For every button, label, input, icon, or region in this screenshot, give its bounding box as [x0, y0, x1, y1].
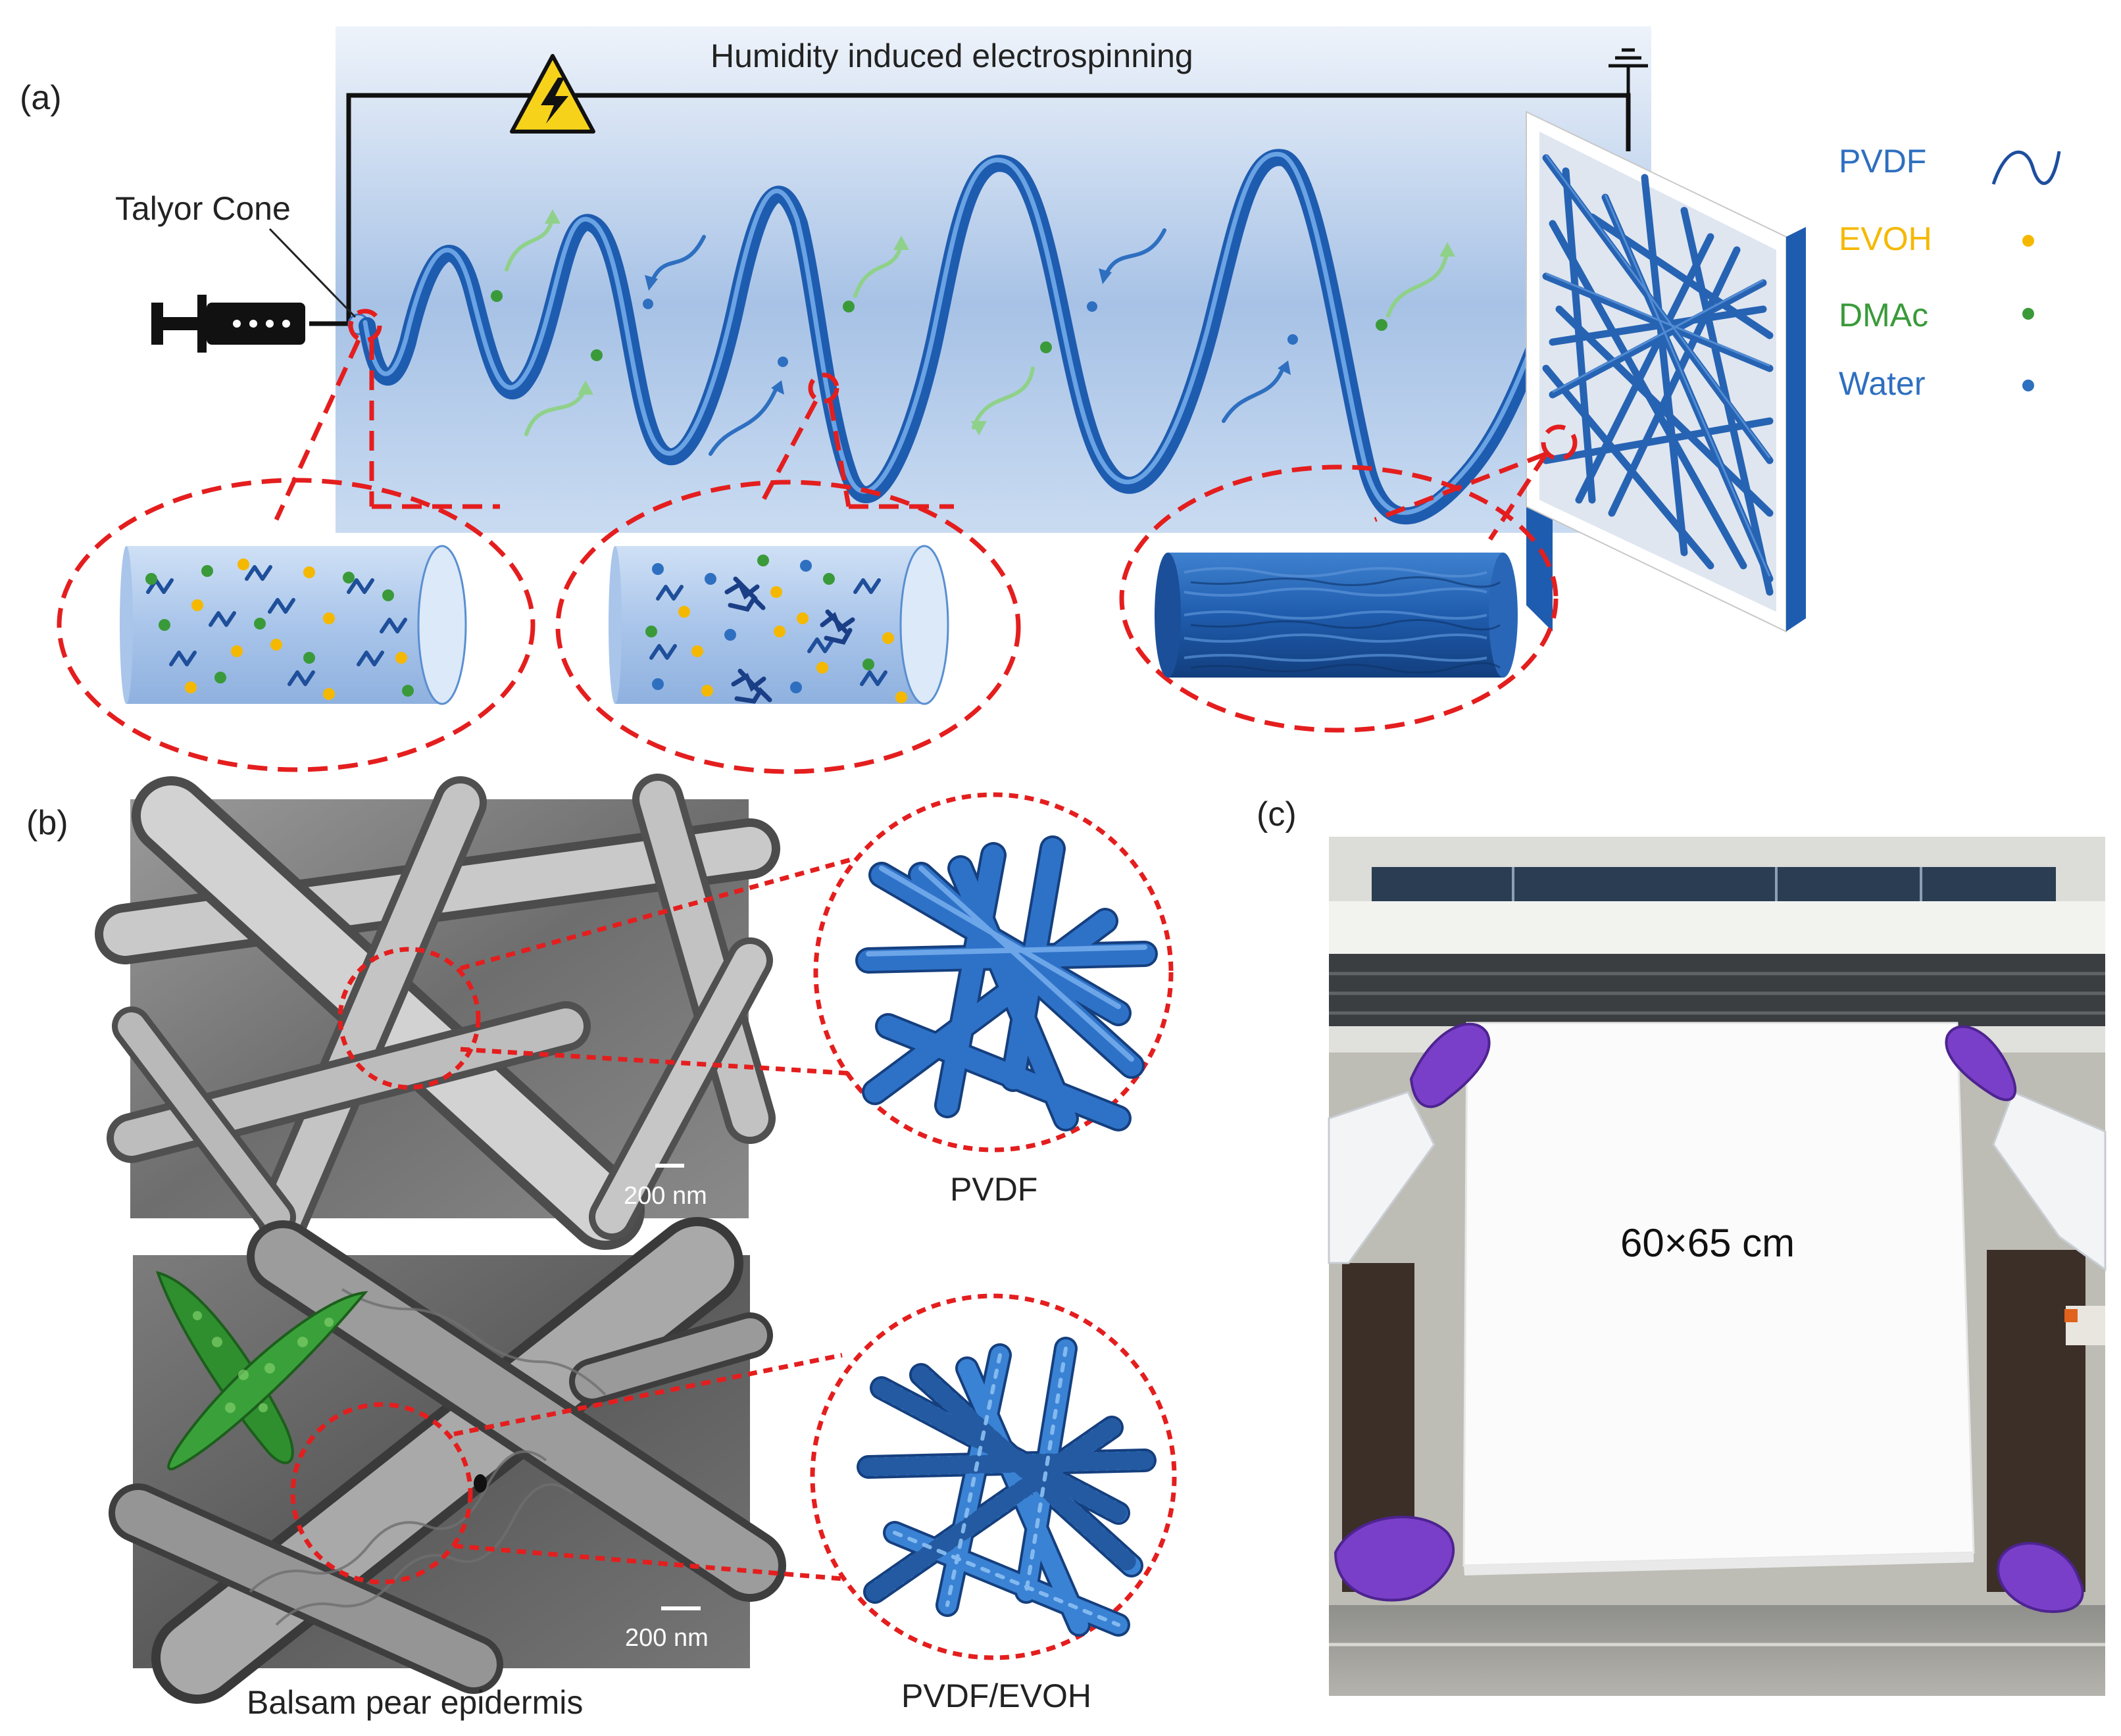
- caption-pvdf-evoh: PVDF/EVOH: [901, 1677, 1091, 1714]
- panel-b-label: (b): [26, 804, 68, 842]
- zoom-connectors-a: [57, 309, 1578, 774]
- sem-image-pvdf-evoh: 200 nm: [109, 1217, 786, 1704]
- pvdf-evoh-fiber-network: [857, 1337, 1157, 1637]
- pvdf-fiber-network: [855, 835, 1158, 1131]
- scale-bar-bottom-label: 200 nm: [625, 1624, 709, 1652]
- panel-b: (b) 200 nm: [26, 774, 1177, 1721]
- circuit-wire: [309, 93, 1631, 326]
- cylinder-phase-separation: [609, 545, 949, 705]
- legend-water: Water: [1839, 365, 1926, 402]
- pvdf-aggregate-icons: [724, 576, 855, 704]
- legend: PVDF EVOH DMAc Water: [1839, 143, 2061, 402]
- panel-c: (c): [1257, 795, 2107, 1696]
- legend-evoh: EVOH: [1839, 220, 1932, 257]
- water-dots: [643, 299, 1298, 367]
- dot-icon: [2022, 380, 2034, 391]
- collector-plate: [1526, 111, 1806, 633]
- membrane-sheet: [1462, 1022, 1975, 1567]
- caption-balsam-pear: Balsam pear epidermis: [247, 1684, 583, 1721]
- caption-pvdf: PVDF: [950, 1171, 1037, 1208]
- balsam-pear-icon: [155, 1271, 368, 1471]
- dot-icon: [2022, 235, 2034, 247]
- syringe-icon: [151, 295, 305, 353]
- zoom-connectors-b: [290, 792, 1177, 1660]
- wave-icon: [1991, 150, 2061, 186]
- sem-image-pvdf: 200 nm: [95, 774, 780, 1250]
- chamber-title: Humidity induced electrospinning: [711, 37, 1193, 74]
- zoom-ellipse-solution: [57, 478, 536, 772]
- high-voltage-icon: [510, 54, 595, 134]
- photo-large-membrane: 60×65 cm: [1328, 837, 2107, 1696]
- legend-dmac: DMAc: [1839, 297, 1928, 334]
- dmac-dots: [491, 290, 1387, 361]
- panel-a-label: (a): [20, 79, 62, 117]
- legend-pvdf: PVDF: [1839, 143, 1926, 180]
- cylinder-solid-fiber: [1155, 553, 1518, 678]
- membrane-size-label: 60×65 cm: [1620, 1221, 1795, 1265]
- water-arrowheads: [645, 268, 1291, 395]
- cylinder-solution: [120, 545, 467, 705]
- taylor-cone-label: Talyor Cone: [115, 190, 291, 227]
- dot-icon: [2022, 308, 2034, 320]
- glove-icons: [1334, 1022, 2084, 1614]
- water-uptake-arrows: [649, 228, 1285, 456]
- ground-icon: [1609, 48, 1648, 95]
- zoom-ellipse-solid-fiber: [1119, 464, 1559, 733]
- scale-bar-top-label: 200 nm: [624, 1182, 707, 1210]
- panel-a: (a) Humidity induced electrospinning: [20, 26, 2061, 774]
- zoom-ellipse-phase-separation: [555, 480, 1021, 774]
- panel-c-label: (c): [1257, 795, 1297, 833]
- dmac-arrowheads: [545, 209, 1455, 435]
- dmac-evaporation-arrows: [505, 215, 1449, 436]
- collected-fiber-mat: [1542, 154, 1774, 596]
- taylor-cone-pointer: [268, 228, 357, 318]
